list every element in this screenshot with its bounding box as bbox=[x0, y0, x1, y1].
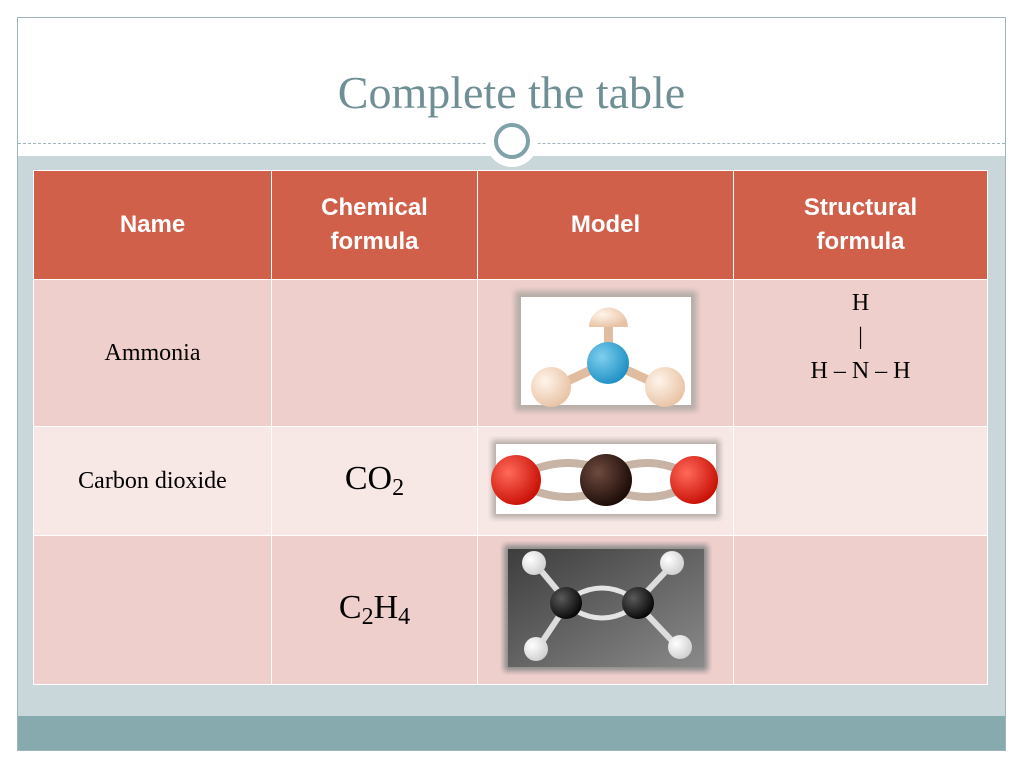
ammonia-structural-formula: H | H – N – H bbox=[734, 280, 987, 388]
ethene-model-image bbox=[500, 541, 712, 680]
ethene-model-icon bbox=[503, 544, 708, 671]
name-text: Ammonia bbox=[104, 339, 201, 366]
cell-structural-formula[interactable] bbox=[733, 426, 988, 536]
co2-model-image bbox=[488, 436, 724, 527]
formula-base-c: C bbox=[338, 589, 362, 626]
ring-ornament-icon bbox=[487, 116, 537, 166]
formula-base: CO bbox=[344, 460, 393, 497]
header-chemical-formula-label: Chemical formula bbox=[321, 194, 428, 255]
header-name: Name bbox=[33, 170, 272, 280]
co2-formula: CO2 bbox=[344, 460, 404, 501]
header-model: Model bbox=[477, 170, 734, 280]
cell-chemical-formula: CO2 bbox=[271, 426, 478, 536]
ammonia-model-image bbox=[511, 287, 701, 420]
formula-subscript: 2 bbox=[392, 475, 405, 501]
cell-structural-formula: H | H – N – H bbox=[733, 279, 988, 427]
co2-model-icon bbox=[490, 439, 720, 518]
cell-model bbox=[477, 279, 734, 427]
formula-subscript-2: 2 bbox=[361, 604, 374, 630]
molecule-table: Name Chemical formula Model Structural f… bbox=[33, 170, 988, 685]
cell-chemical-formula[interactable] bbox=[271, 279, 478, 427]
header-structural-formula-label: Structural formula bbox=[803, 194, 918, 255]
ring-inner bbox=[494, 123, 530, 159]
cell-chemical-formula: C2H4 bbox=[271, 535, 478, 685]
slide-title: Complete the table bbox=[337, 67, 686, 118]
formula-base-h: H bbox=[373, 589, 399, 626]
cell-model bbox=[477, 426, 734, 536]
name-text: Carbon dioxide bbox=[78, 467, 227, 494]
structural-line-2: | bbox=[858, 324, 863, 350]
cell-model bbox=[477, 535, 734, 685]
c2h4-formula: C2H4 bbox=[338, 589, 410, 630]
header-structural-formula: Structural formula bbox=[733, 170, 988, 280]
table-row: Ammonia bbox=[33, 279, 988, 427]
table-header-row: Name Chemical formula Model Structural f… bbox=[33, 170, 988, 280]
table-row: Carbon dioxide CO2 bbox=[33, 426, 988, 536]
ammonia-model-icon bbox=[514, 290, 697, 411]
cell-name: Carbon dioxide bbox=[33, 426, 272, 536]
footer-band bbox=[18, 716, 1005, 750]
cell-name: Ammonia bbox=[33, 279, 272, 427]
table-row: C2H4 bbox=[33, 535, 988, 685]
cell-structural-formula[interactable] bbox=[733, 535, 988, 685]
header-chemical-formula: Chemical formula bbox=[271, 170, 478, 280]
cell-name[interactable] bbox=[33, 535, 272, 685]
formula-subscript-4: 4 bbox=[398, 604, 411, 630]
structural-line-1: H bbox=[851, 290, 870, 316]
structural-line-3: H – N – H bbox=[810, 358, 911, 384]
